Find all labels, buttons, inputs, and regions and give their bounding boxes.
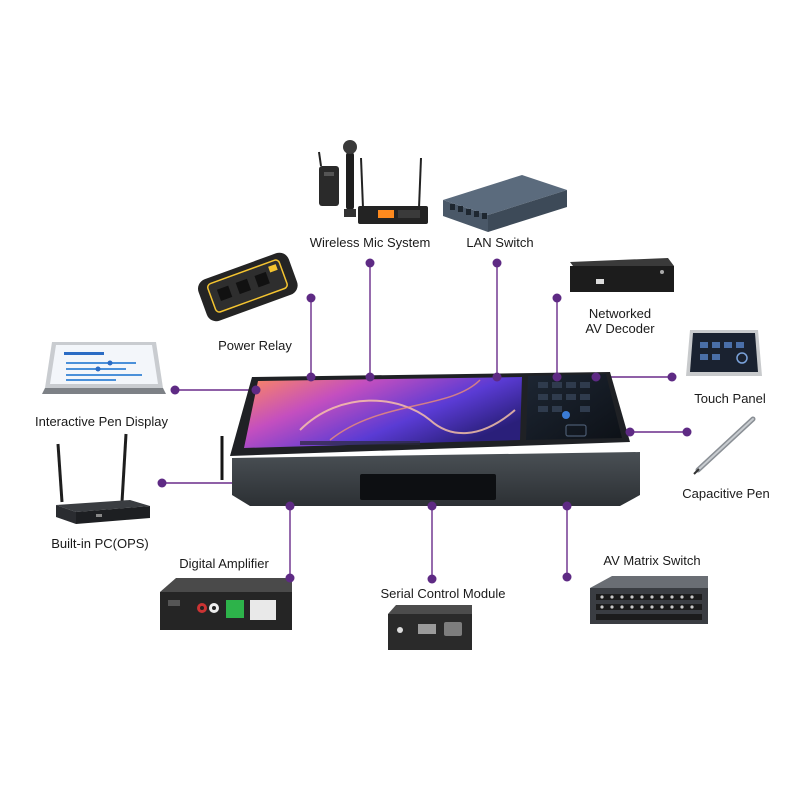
smart-podium-console [222, 372, 640, 506]
label-wireless-mic: Wireless Mic System [300, 235, 440, 250]
node-touch-panel-left [592, 373, 601, 382]
console-main-screen [244, 377, 522, 448]
node-touch-panel-right [668, 373, 677, 382]
label-av-decoder: Networked AV Decoder [570, 306, 670, 336]
node-built-in-pc-left [158, 479, 167, 488]
node-capacitive-pen-right [683, 428, 692, 437]
console-front-window [360, 474, 496, 500]
amplifier-box-icon [160, 578, 292, 630]
node-pen-display-right [252, 386, 261, 395]
node-av-matrix-bottom [563, 573, 572, 582]
touch-panel-icon [686, 330, 762, 376]
label-digital-amp: Digital Amplifier [164, 556, 284, 571]
label-pen-display: Interactive Pen Display [35, 414, 195, 429]
label-serial-module: Serial Control Module [370, 586, 516, 601]
node-wireless-mic-top [366, 259, 375, 268]
av-decoder-box-icon [570, 258, 674, 292]
label-touch-panel: Touch Panel [680, 391, 780, 406]
label-capacitive-pen: Capacitive Pen [674, 486, 778, 501]
node-av-decoder-top [553, 294, 562, 303]
ops-pc-router-icon [56, 434, 150, 524]
control-panel-accent-button [562, 411, 570, 419]
node-power-relay-top [307, 294, 316, 303]
node-capacitive-pen-left [626, 428, 635, 437]
pen-display-monitor-icon [42, 342, 166, 394]
wireless-mic-icon [319, 140, 428, 224]
label-av-decoder-line2: AV Decoder [570, 321, 670, 336]
node-wireless-mic-bottom [366, 373, 375, 382]
network-switch-icon [443, 175, 567, 232]
serial-module-box-icon [388, 605, 472, 650]
node-av-matrix-top [563, 502, 572, 511]
matrix-switch-rack-icon [590, 576, 708, 624]
label-av-matrix: AV Matrix Switch [590, 553, 714, 568]
node-av-decoder-bottom [553, 373, 562, 382]
stylus-pen-icon [694, 419, 753, 474]
label-av-decoder-line1: Networked [570, 306, 670, 321]
label-power-relay: Power Relay [200, 338, 310, 353]
node-lan-switch-bottom [493, 373, 502, 382]
node-lan-switch-top [493, 259, 502, 268]
label-built-in-pc: Built-in PC(OPS) [40, 536, 160, 551]
screen-taskbar [300, 441, 420, 445]
node-pen-display-left [171, 386, 180, 395]
node-digital-amp-top [286, 502, 295, 511]
node-power-relay-bottom [307, 373, 316, 382]
power-relay-icon [195, 250, 300, 324]
label-lan-switch: LAN Switch [450, 235, 550, 250]
node-digital-amp-bottom [286, 574, 295, 583]
node-serial-module-bottom [428, 575, 437, 584]
node-serial-module-top [428, 502, 437, 511]
